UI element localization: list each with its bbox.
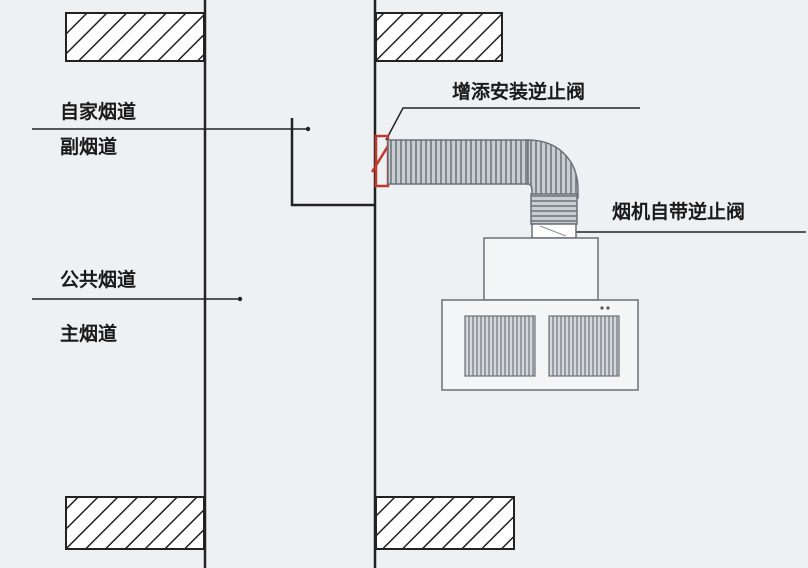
label-branch-flue: 副烟道 xyxy=(60,135,117,158)
hood-filter-right xyxy=(548,315,620,377)
bottom-left-slab xyxy=(65,496,205,550)
label-hood-builtin-valve: 烟机自带逆止阀 xyxy=(612,200,745,223)
label-public-flue: 公共烟道 xyxy=(60,268,136,291)
branch-flue-outline xyxy=(290,118,375,207)
own-flue-leader-dot xyxy=(305,126,311,132)
range-hood-chimney xyxy=(483,237,599,301)
hood-indicator-light-2 xyxy=(606,306,610,310)
flexible-duct-elbow xyxy=(527,139,579,199)
label-added-check-valve: 增添安装逆止阀 xyxy=(452,80,585,103)
hood-filter-left xyxy=(464,315,536,377)
added-valve-leader xyxy=(385,107,640,141)
hood-indicator-light-1 xyxy=(600,306,604,310)
label-own-flue: 自家烟道 xyxy=(60,100,136,123)
top-right-slab xyxy=(375,12,503,62)
hood-valve-inner-line xyxy=(539,225,567,237)
label-main-flue: 主烟道 xyxy=(60,322,117,345)
flexible-duct-vertical xyxy=(530,193,578,225)
flexible-duct-horizontal xyxy=(387,139,529,185)
top-left-slab xyxy=(65,12,205,62)
bottom-right-slab xyxy=(375,496,515,550)
public-flue-leader-dot xyxy=(237,296,243,302)
